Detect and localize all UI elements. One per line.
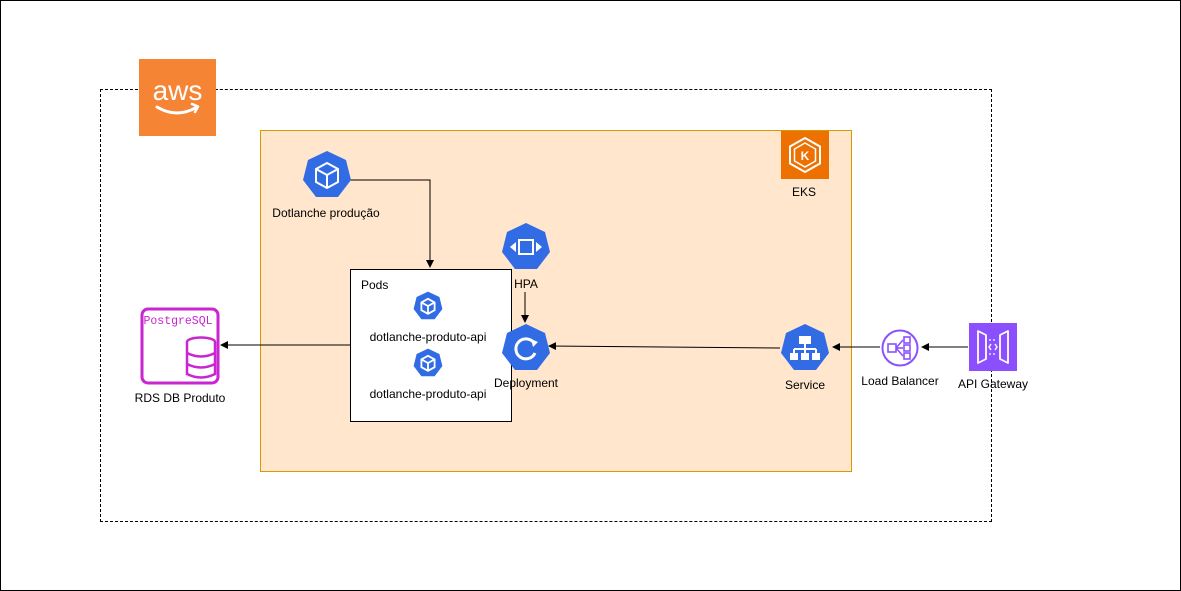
service-label: Service [784,378,826,392]
svg-text:aws: aws [153,75,203,106]
eks-icon: K [789,136,821,174]
pod-1-icon [413,291,443,320]
postgresql-database-icon [140,307,220,385]
deployment-label: Deployment [493,376,559,390]
load-balancer-label: Load Balancer [861,374,939,388]
pod-1-label: dotlanche-produto-api [369,330,487,344]
eks-label: EKS [791,185,817,199]
load-balancer-icon [881,329,919,367]
hpa-label: HPA [514,277,538,291]
eks-logo: K [781,131,829,179]
deployment-icon [502,324,550,370]
pod-2-icon [413,348,443,377]
svg-text:K: K [801,149,810,163]
namespace-icon [303,151,351,197]
aws-smile-icon: aws [153,75,203,115]
service-icon [781,324,829,370]
pods-label: Pods [361,278,389,292]
pod-2-label: dotlanche-produto-api [369,387,487,401]
api-gateway-icon [969,323,1017,371]
namespace-label: Dotlanche produção [272,206,380,220]
aws-cloud-boundary [100,89,992,522]
aws-logo: aws [139,59,216,136]
postgresql-logo-text: PostgreSQL [143,315,213,328]
hpa-icon [502,223,550,269]
edge-namespace-to-pods [350,179,434,268]
api-gateway-label: API Gateway [957,377,1029,391]
database-label: RDS DB Produto [134,391,226,405]
edge-service-to-deployment [548,342,781,351]
